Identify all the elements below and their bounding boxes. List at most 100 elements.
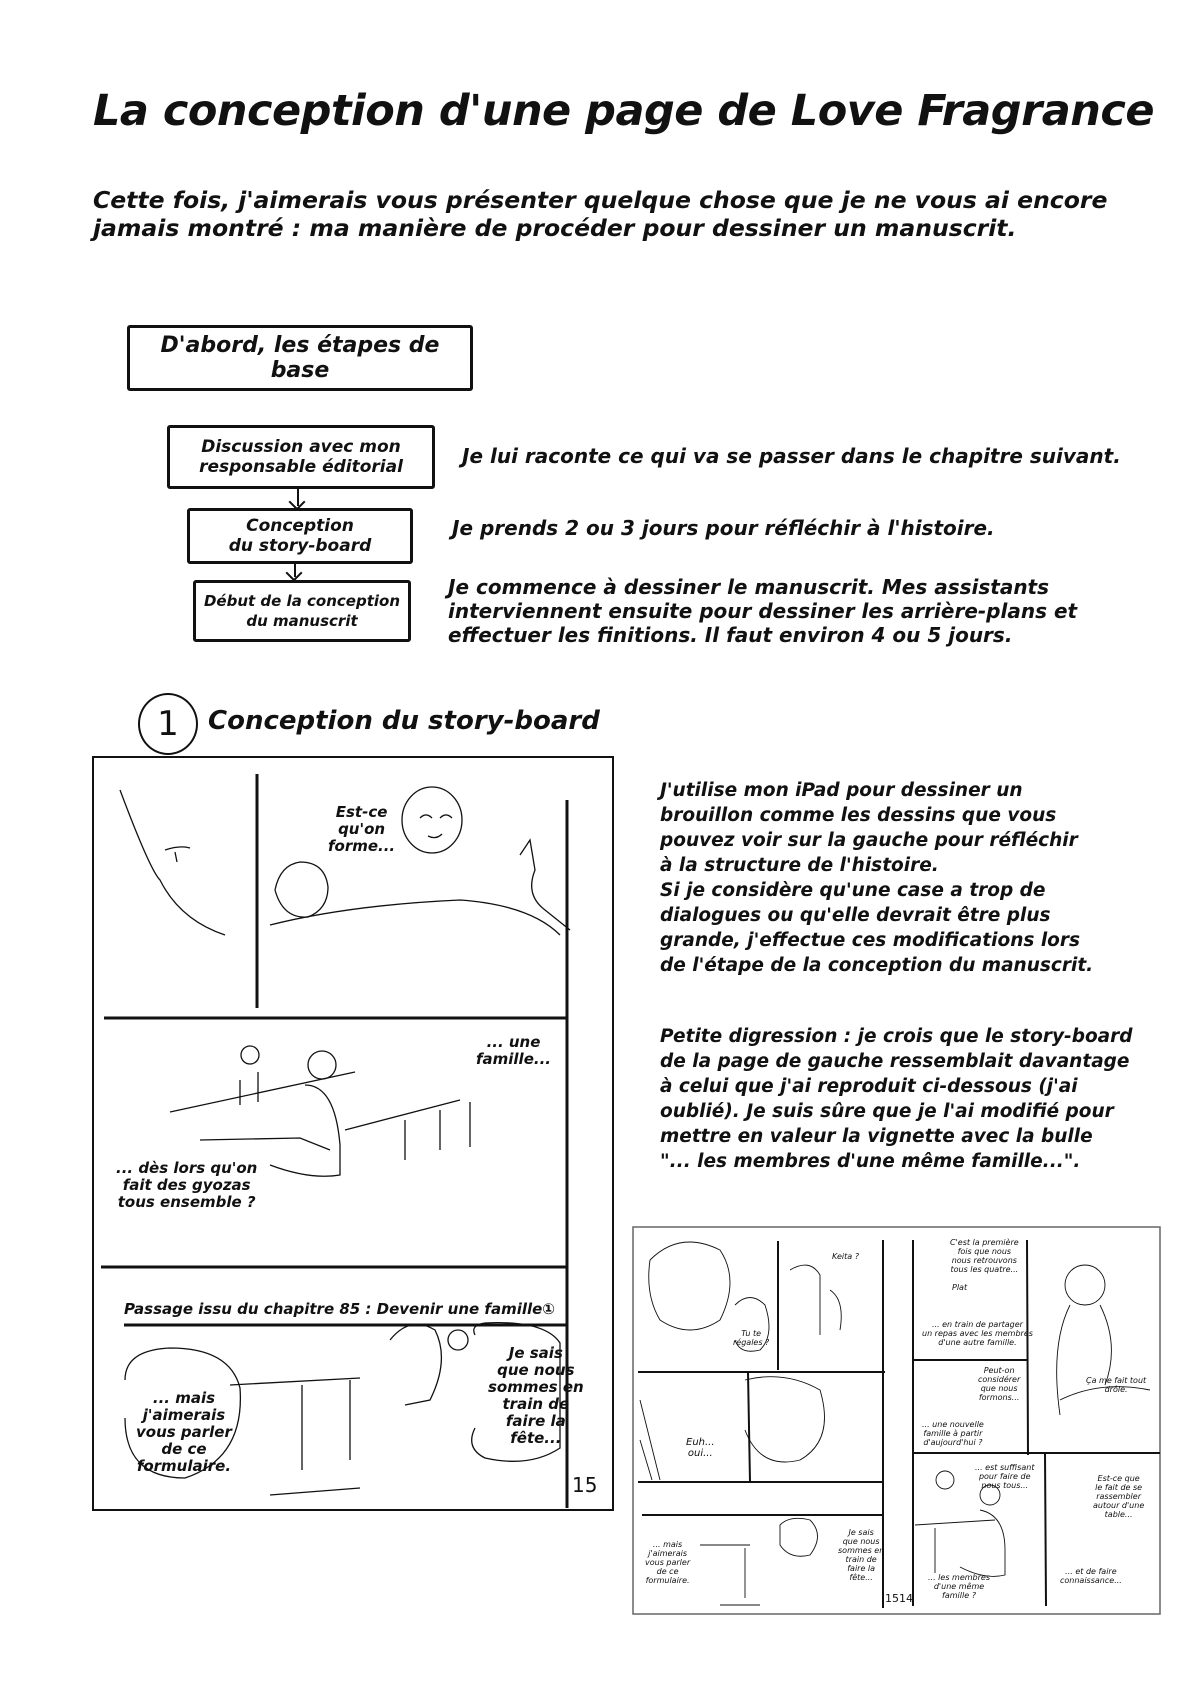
main-panel-borders [101,774,569,1508]
text-line: ... mais [152,1389,216,1407]
text-line: fois que nous [957,1247,1012,1256]
text-line: train de [845,1555,877,1564]
step-box-manuscript: Début de la conception du manuscrit [193,580,411,642]
intro-text: Cette fois, j'aimerais vous présenter qu… [93,186,1107,242]
small-page-number: 15 [885,1592,899,1605]
text-line: ... en train de partager [931,1320,1023,1329]
text-line: Ça me fait tout [1086,1376,1147,1385]
text-line: Peut-on [983,1366,1015,1375]
main-storyboard-frame [92,756,614,1511]
text-line: famille... [476,1050,551,1068]
text-line: vous parler [645,1558,691,1567]
intro-line: Cette fois, j'aimerais vous présenter qu… [93,186,1108,214]
step-box-line: Début de la conception [203,592,401,610]
step-description: Je commence à dessiner le manuscrit. Mes… [448,575,1077,647]
text-line: dialogues ou qu'elle devrait être plus [660,905,1051,926]
text-line: Je sais [848,1528,874,1537]
desc-line: interviennent ensuite pour dessiner les … [448,599,1078,623]
intro-line: jamais montré : ma manière de procéder p… [93,214,1017,242]
explanation-paragraph-2: Petite digression : je crois que le stor… [660,1024,1133,1174]
text-line: fait des gyozas [122,1176,251,1194]
text-line: oui... [687,1448,713,1459]
basics-heading: D'abord, les étapes de base [160,333,440,383]
text-line: d'une même [933,1582,985,1591]
text-line: nous tous... [981,1481,1029,1490]
arrow-down-icon [297,486,299,506]
small-bubble: Keita ? [832,1252,859,1261]
text-line: que nous [980,1384,1018,1393]
text-line: d'une autre famille. [938,1338,1017,1347]
text-line: de ce [656,1567,679,1576]
text-line: qu'on [338,820,386,838]
text-line: J'utilise mon iPad pour dessiner un [660,780,1023,801]
text-line: Est-ce que [1097,1474,1140,1483]
text-line: C'est la première [950,1238,1019,1247]
small-panel-borders [638,1239,1160,1608]
step-box-line: du manuscrit [246,612,358,630]
text-line: ... est suffisant [975,1463,1035,1472]
small-storyboard-frame [632,1226,1161,1615]
step-description: Je prends 2 ou 3 jours pour réfléchir à … [452,516,995,540]
text-line: ... une nouvelle [922,1420,984,1429]
text-line: un repas avec les membres [922,1329,1033,1338]
text-line: Est-ce [335,803,388,821]
text-line: famille ? [942,1591,976,1600]
text-line: Si je considère qu'une case a trop de [660,880,1046,901]
text-line: table... [1104,1510,1133,1519]
text-line: à la structure de l'histoire. [660,855,939,876]
step-box-line: du story-board [228,536,372,556]
text-line: Petite digression : je crois que le stor… [660,1026,1133,1047]
explanation-paragraph-1: J'utilise mon iPad pour dessiner un broui… [660,778,1093,978]
step-description: Je lui raconte ce qui va se passer dans … [462,444,1121,468]
text-line: forme... [328,837,396,855]
text-line: régales ? [733,1338,770,1347]
step-box-line: Conception [246,516,354,536]
text-line: pouvez voir sur la gauche pour réfléchir [660,830,1078,851]
desc-line: Je commence à dessiner le manuscrit. Mes… [448,575,1050,599]
text-line: Euh... [686,1437,715,1448]
text-line: Plat [952,1283,968,1292]
text-line: vous parler [136,1423,232,1441]
text-line: d'aujourd'hui ? [923,1438,983,1447]
text-line: faire la [847,1564,876,1573]
text-line: sommes en [488,1378,584,1396]
text-line: train de [502,1395,570,1413]
text-line: sommes en [838,1546,885,1555]
text-line: brouillon comme les dessins que vous [660,805,1057,826]
main-sketch-figures [119,786,571,1496]
text-line: grande, j'effectue ces modifications lor… [660,930,1080,951]
small-bubble: Euh...oui... [686,1437,715,1459]
text-line: fête... [849,1573,873,1582]
text-line: faire la [505,1412,566,1430]
text-line: tous les quatre... [950,1265,1019,1274]
arrow-down-icon [294,561,296,577]
text-line: j'aimerais [142,1406,226,1424]
text-line: Je sais [508,1344,563,1362]
text-line: de la page de gauche ressemblait davanta… [660,1051,1130,1072]
text-line: "... les membres d'une même famille...". [660,1151,1081,1172]
small-bubble: Plat [952,1283,967,1292]
desc-line: effectuer les finitions. Il faut environ… [448,623,1013,647]
step-box-line: responsable éditorial [199,457,403,477]
text-line: le fait de se [1095,1483,1143,1492]
text-line: formons... [978,1393,1020,1402]
text-line: tous ensemble ? [117,1193,256,1211]
text-line: connaissance... [1060,1576,1122,1585]
